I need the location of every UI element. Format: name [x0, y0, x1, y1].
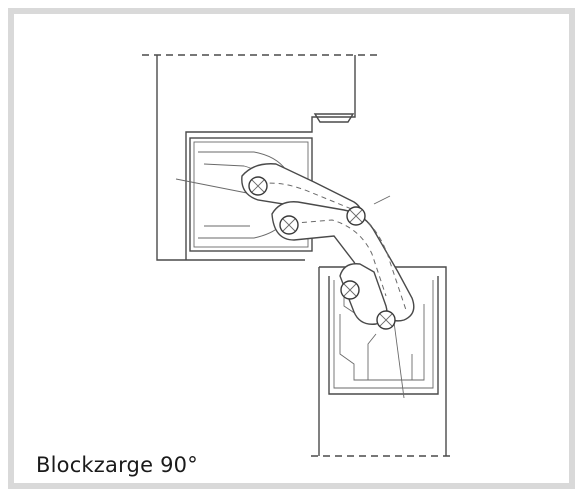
pin-2 — [279, 215, 299, 235]
hinge-technical-drawing — [142, 54, 452, 457]
pivot-pins — [248, 176, 396, 330]
pin-4 — [340, 280, 360, 300]
lower-housing-inner — [333, 280, 434, 389]
lower-housing-outer — [328, 276, 439, 395]
rebate-notch — [313, 113, 355, 123]
arm-centerline — [251, 182, 407, 311]
arm-centerline-2 — [283, 219, 387, 297]
hinge-arms — [241, 163, 415, 399]
figure-caption: Blockzarge 90° — [36, 453, 198, 477]
upper-frame-outline — [156, 55, 305, 261]
pin-5 — [376, 310, 396, 330]
upper-frame — [142, 54, 379, 261]
pin-3 — [346, 206, 366, 226]
upper-frame-step — [185, 55, 356, 260]
pin-1 — [248, 176, 268, 196]
figure-card: Blockzarge 90° — [8, 8, 575, 489]
